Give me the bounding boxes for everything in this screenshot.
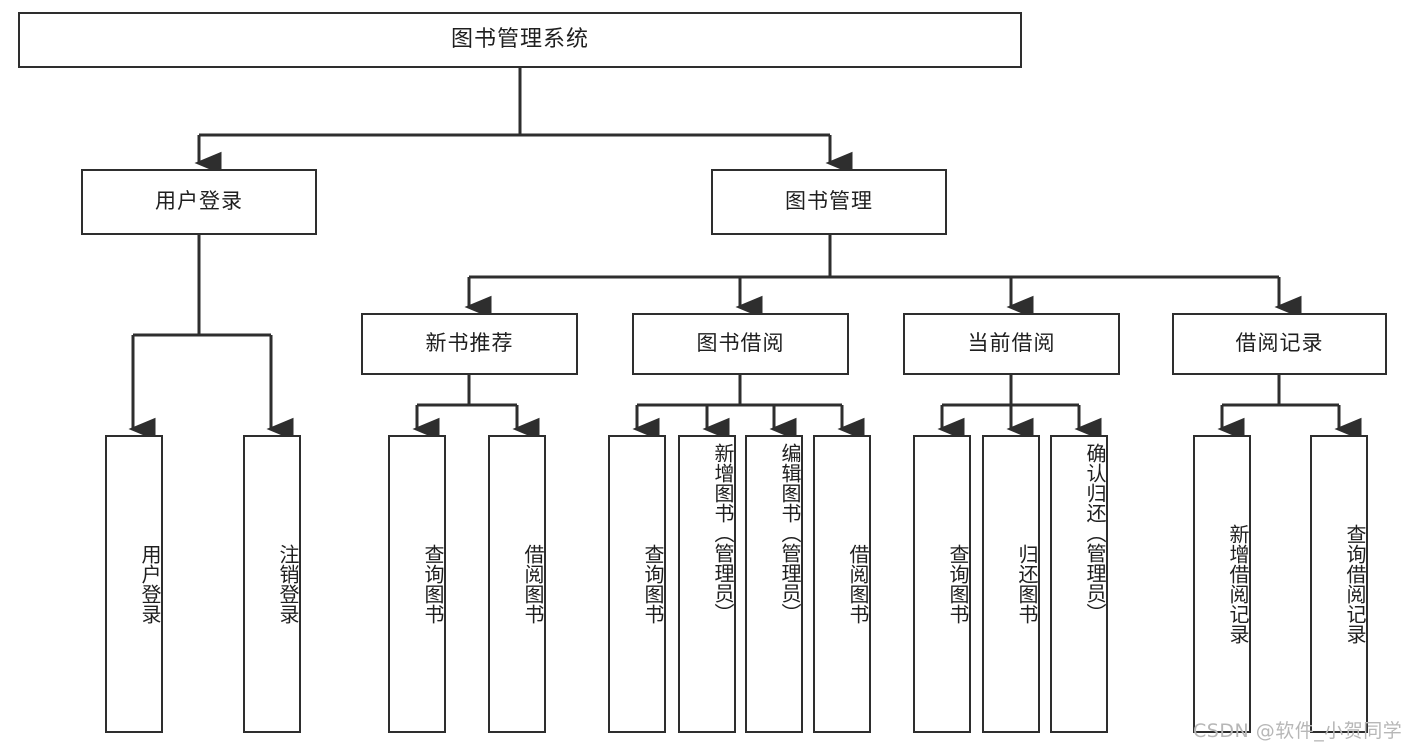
node-current-borrow[interactable]: 当前借阅 xyxy=(903,313,1120,375)
node-user-login[interactable]: 用户登录 xyxy=(81,169,317,235)
leaf-query-book-recommend[interactable]: 查询图书 xyxy=(388,435,446,733)
node-borrow-record[interactable]: 借阅记录 xyxy=(1172,313,1387,375)
leaf-add-borrow-record[interactable]: 新增借阅记录 xyxy=(1193,435,1251,733)
node-new-book-recommend[interactable]: 新书推荐 xyxy=(361,313,578,375)
node-book-borrow[interactable]: 图书借阅 xyxy=(632,313,849,375)
leaf-user-logout[interactable]: 注销登录 xyxy=(243,435,301,733)
leaf-query-borrow-record[interactable]: 查询借阅记录 xyxy=(1310,435,1368,733)
leaf-query-book-current[interactable]: 查询图书 xyxy=(913,435,971,733)
leaf-borrow-book[interactable]: 借阅图书 xyxy=(813,435,871,733)
leaf-user-login[interactable]: 用户登录 xyxy=(105,435,163,733)
node-book-management[interactable]: 图书管理 xyxy=(711,169,947,235)
leaf-query-book-borrow[interactable]: 查询图书 xyxy=(608,435,666,733)
leaf-edit-book-admin[interactable]: 编辑图书（管理员） xyxy=(745,435,803,733)
node-root-system[interactable]: 图书管理系统 xyxy=(18,12,1022,68)
leaf-add-book-admin[interactable]: 新增图书（管理员） xyxy=(678,435,736,733)
leaf-borrow-book-recommend[interactable]: 借阅图书 xyxy=(488,435,546,733)
leaf-confirm-return-admin[interactable]: 确认归还（管理员） xyxy=(1050,435,1108,733)
csdn-watermark: CSDN @软件_小贺同学 xyxy=(1193,720,1403,742)
leaf-return-book[interactable]: 归还图书 xyxy=(982,435,1040,733)
